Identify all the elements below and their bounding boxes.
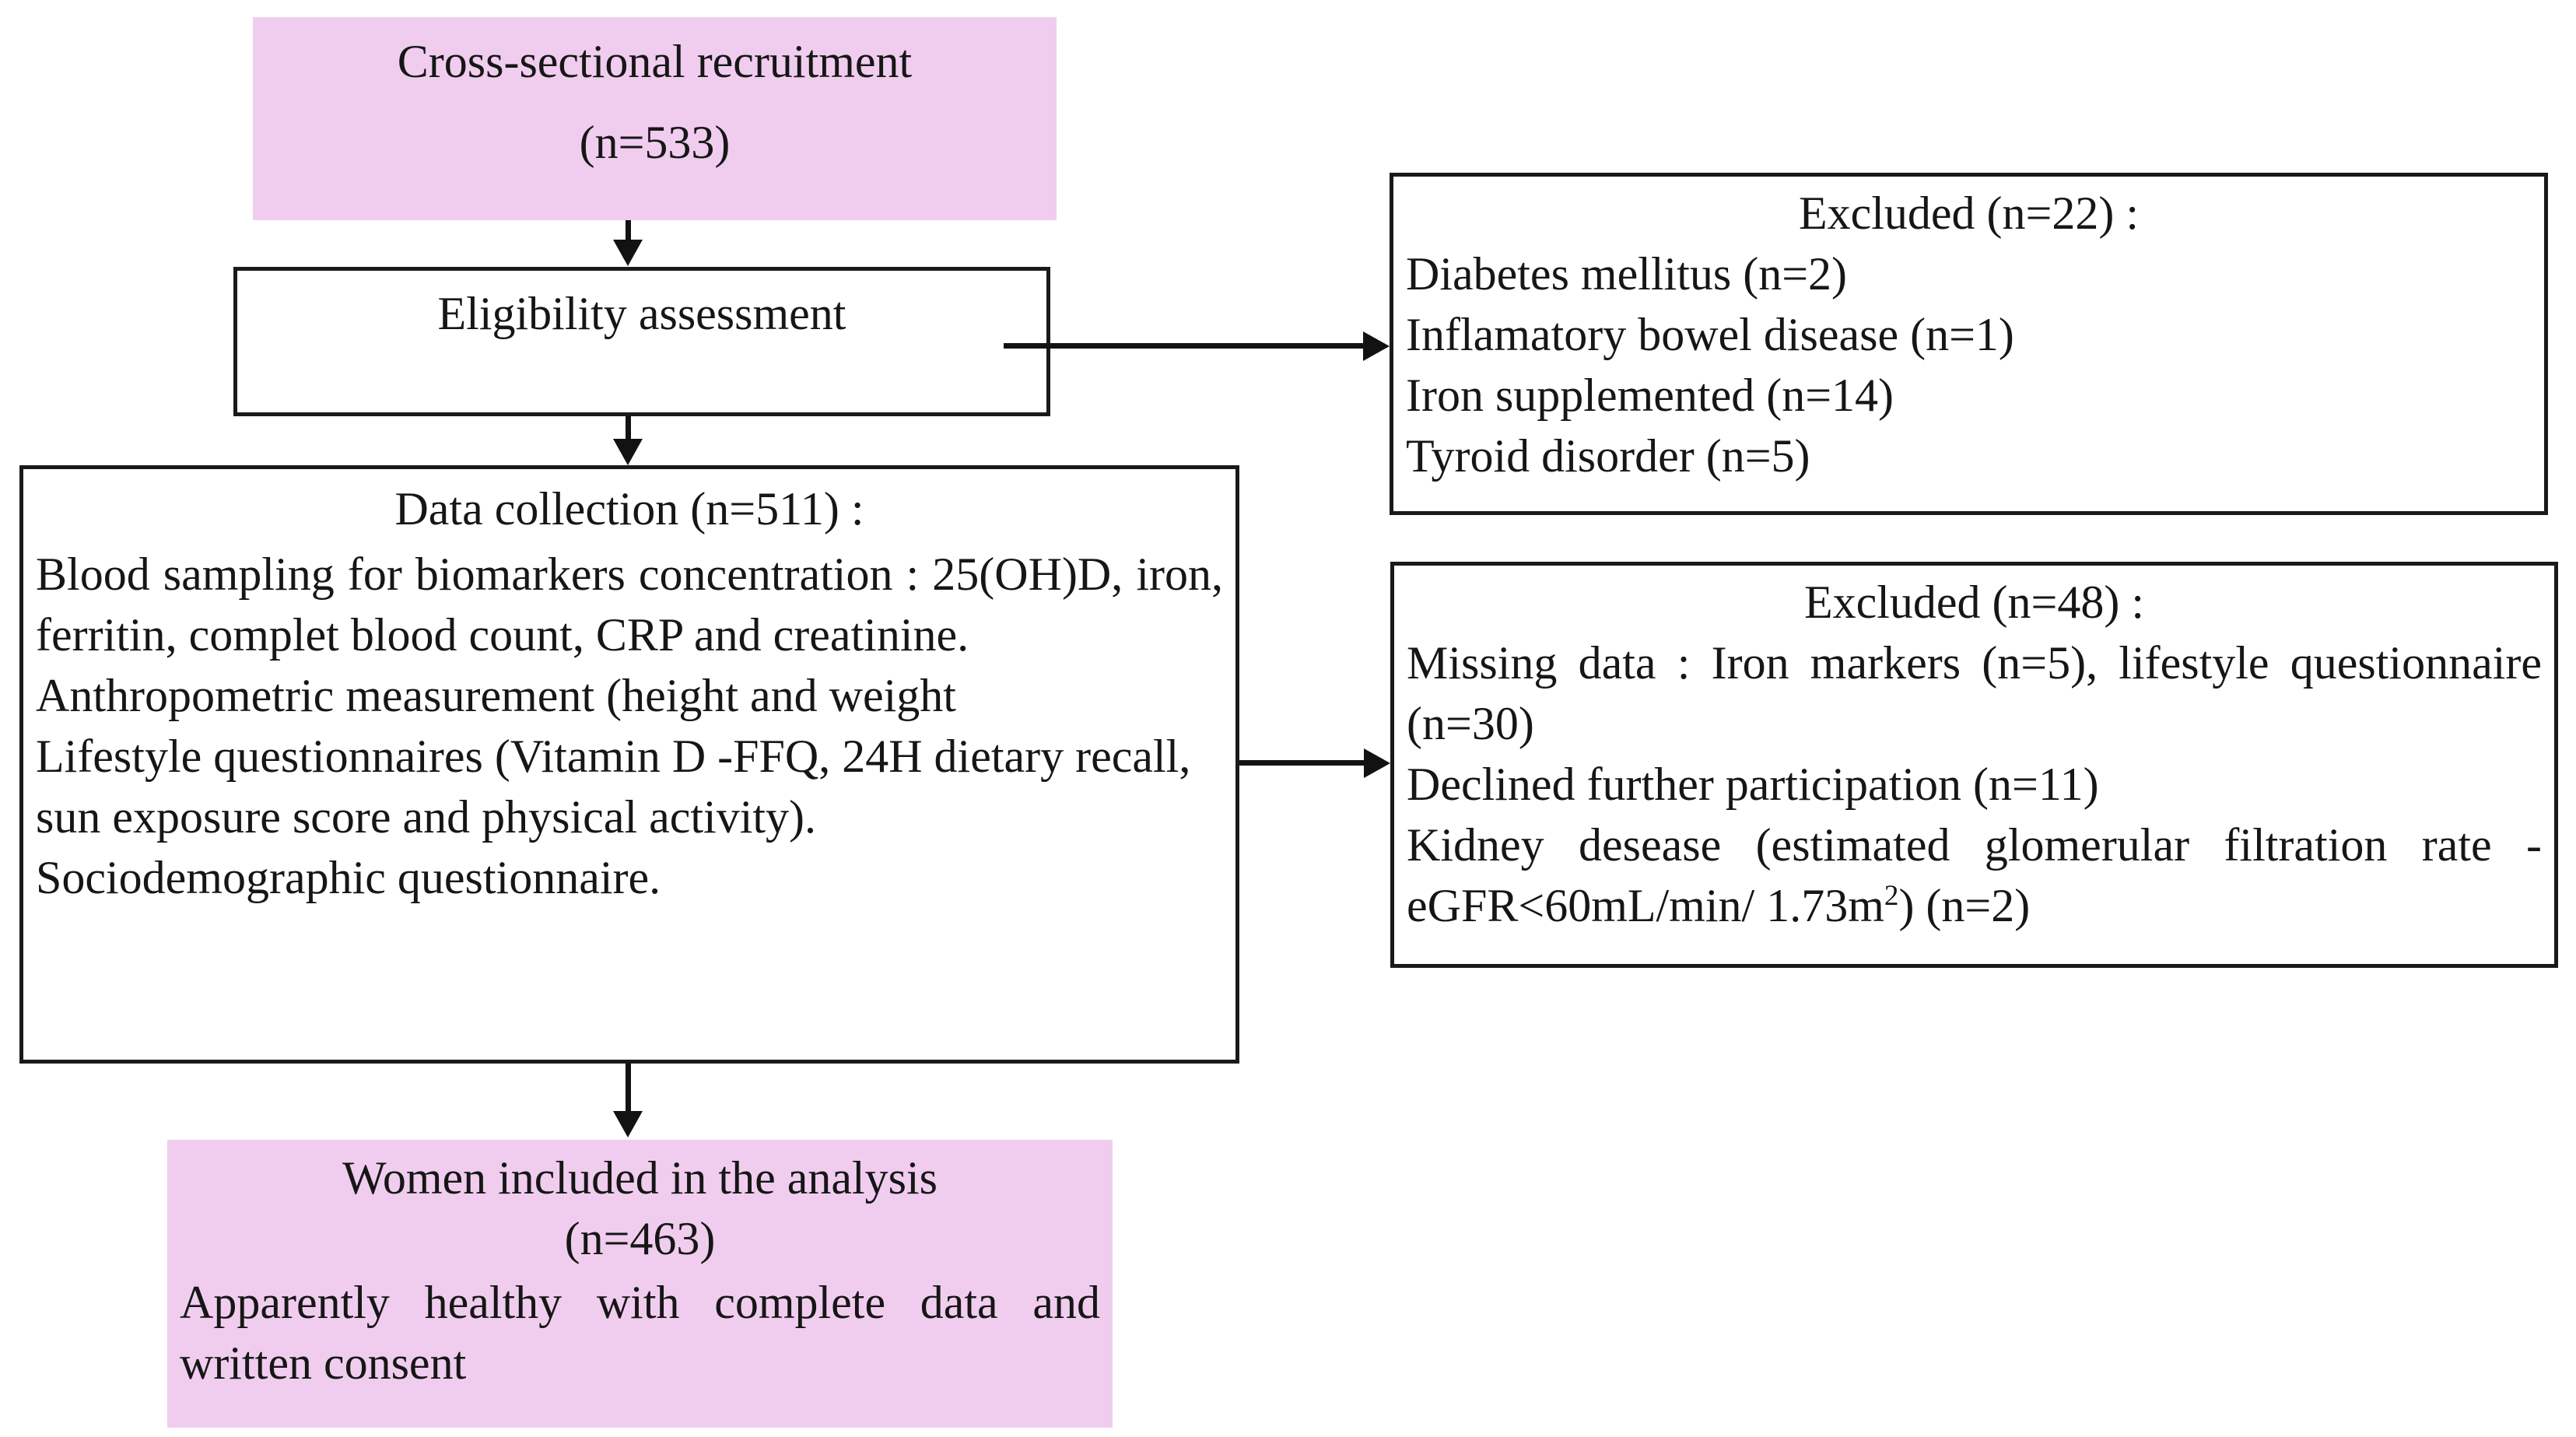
- excluded-22-item-diabetes: Diabetes mellitus (n=2): [1406, 248, 1848, 300]
- excluded-22-item-ibd: Inflamatory bowel disease (n=1): [1406, 309, 2014, 360]
- connector-recruitment-to-eligibility-arrowhead: [613, 240, 643, 266]
- included-count: (n=463): [564, 1213, 716, 1264]
- excluded-48-item-declined: Declined further participation (n=11): [1407, 759, 2099, 810]
- connector-data-collection-to-included-line: [626, 1064, 631, 1115]
- eligibility-label: Eligibility assessment: [437, 288, 846, 339]
- node-data-collection: Data collection (n=511) : Blood sampling…: [19, 465, 1239, 1064]
- connector-recruitment-to-eligibility-line: [626, 220, 631, 242]
- data-collection-line-sociodemographic: Sociodemographic questionnaire.: [36, 852, 661, 903]
- excluded-48-kidney-superscript: 2: [1884, 880, 1899, 912]
- data-collection-line-anthropometric: Anthropometric measurement (height and w…: [36, 670, 956, 721]
- connector-data-collection-to-excluded48-line: [1239, 760, 1369, 766]
- excluded-48-kidney-text-post: ) (n=2): [1898, 880, 2031, 931]
- connector-eligibility-to-data-collection-line: [626, 416, 631, 441]
- node-excluded-22: Excluded (n=22) : Diabetes mellitus (n=2…: [1390, 173, 2548, 515]
- node-cross-sectional-recruitment: Cross-sectional recruitment (n=533): [253, 17, 1057, 220]
- excluded-48-item-missing-data: Missing data : Iron markers (n=5), lifes…: [1407, 637, 2553, 749]
- connector-data-collection-to-excluded48-arrowhead: [1364, 748, 1390, 778]
- excluded-48-heading: Excluded (n=48) :: [1803, 577, 2145, 628]
- connector-eligibility-to-data-collection-arrowhead: [613, 439, 643, 465]
- connector-eligibility-to-excluded22-line: [1004, 343, 1368, 349]
- node-women-included: Women included in the analysis (n=463) A…: [167, 1140, 1113, 1428]
- connector-data-collection-to-included-arrowhead: [613, 1111, 643, 1137]
- data-collection-line-lifestyle: Lifestyle questionnaires (Vitamin D -FFQ…: [36, 731, 1203, 843]
- excluded-48-kidney-text-pre: Kidney desease (estimated glomerular fil…: [1407, 819, 2542, 931]
- excluded-48-item-kidney-disease: Kidney desease (estimated glomerular fil…: [1394, 815, 2554, 936]
- included-title: Women included in the analysis: [342, 1152, 938, 1204]
- connector-eligibility-to-excluded22-arrowhead: [1363, 331, 1390, 361]
- included-description: Apparently healthy with complete data an…: [180, 1277, 1112, 1389]
- data-collection-heading: Data collection (n=511) :: [394, 483, 864, 534]
- excluded-22-heading: Excluded (n=22) :: [1798, 188, 2140, 239]
- excluded-22-item-iron-supplemented: Iron supplemented (n=14): [1406, 370, 1894, 421]
- node-excluded-48: Excluded (n=48) : Missing data : Iron ma…: [1390, 562, 2558, 968]
- recruitment-title: Cross-sectional recruitment: [397, 36, 913, 87]
- excluded-22-item-thyroid: Tyroid disorder (n=5): [1406, 430, 1810, 482]
- node-eligibility-assessment: Eligibility assessment: [233, 267, 1050, 416]
- recruitment-count: (n=533): [579, 117, 731, 168]
- data-collection-line-blood-sampling: Blood sampling for biomarkers concentrat…: [36, 549, 1235, 661]
